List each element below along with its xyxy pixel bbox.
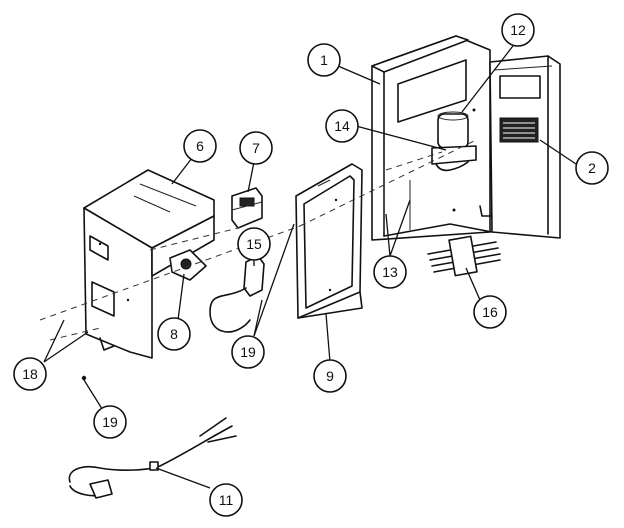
- cord-strain-relief: [149, 461, 159, 471]
- alignment-lines: [39, 139, 477, 341]
- cabinet-front-panel: [489, 55, 561, 239]
- relay: [231, 187, 263, 229]
- callout-15: 15: [237, 227, 271, 261]
- callout-8-label: 8: [170, 326, 178, 342]
- wire-connector: [427, 235, 501, 277]
- callout-19-lower: 19: [93, 405, 127, 439]
- cabinet-assembly: [371, 35, 561, 241]
- callout-16-label: 16: [482, 304, 498, 320]
- callout-19-lower-label: 19: [102, 414, 118, 430]
- screw: [81, 375, 87, 381]
- callout-1-label: 1: [320, 52, 328, 68]
- capacitor: [209, 255, 265, 333]
- switch: [169, 249, 207, 281]
- callout-1: 1: [307, 43, 341, 77]
- callout-8: 8: [157, 317, 191, 351]
- power-cord: [68, 417, 237, 499]
- callout-2: 2: [575, 151, 609, 185]
- callout-7-label: 7: [252, 140, 260, 156]
- cord-plug: [89, 479, 113, 499]
- callout-11-label: 11: [219, 492, 234, 508]
- control-box-side: [151, 215, 215, 277]
- callout-7: 7: [239, 131, 273, 165]
- callout-2-label: 2: [588, 160, 596, 176]
- callout-12-label: 12: [510, 22, 526, 38]
- callout-13-label: 13: [382, 264, 398, 280]
- callout-18: 18: [13, 357, 47, 391]
- fan-motor-assembly: [431, 111, 477, 172]
- callout-6-label: 6: [196, 138, 204, 154]
- filter-inner: [303, 175, 355, 309]
- callout-15-label: 15: [246, 236, 262, 252]
- callout-16: 16: [473, 295, 507, 329]
- callout-6: 6: [183, 129, 217, 163]
- relay-body: [231, 187, 263, 229]
- callout-19-middle: 19: [231, 335, 265, 369]
- callout-19-middle-label: 19: [240, 344, 256, 360]
- front-panel-window: [499, 75, 541, 99]
- callout-11: 11: [209, 483, 243, 517]
- callout-9: 9: [313, 359, 347, 393]
- callout-9-label: 9: [326, 368, 334, 384]
- callout-14: 14: [325, 109, 359, 143]
- filter-panel: [295, 163, 363, 319]
- callout-18-label: 18: [22, 366, 38, 382]
- connector-block: [448, 235, 478, 277]
- callout-13: 13: [373, 255, 407, 289]
- box-terminal: [91, 281, 115, 317]
- cabinet-top-edge: [371, 35, 469, 73]
- leader-lines: [43, 41, 577, 489]
- motor-bracket: [431, 145, 477, 165]
- control-box: [83, 169, 215, 359]
- cabinet-upper-opening: [397, 59, 467, 123]
- callout-14-label: 14: [334, 118, 350, 134]
- box-label-plate: [89, 235, 109, 261]
- callout-12: 12: [501, 13, 535, 47]
